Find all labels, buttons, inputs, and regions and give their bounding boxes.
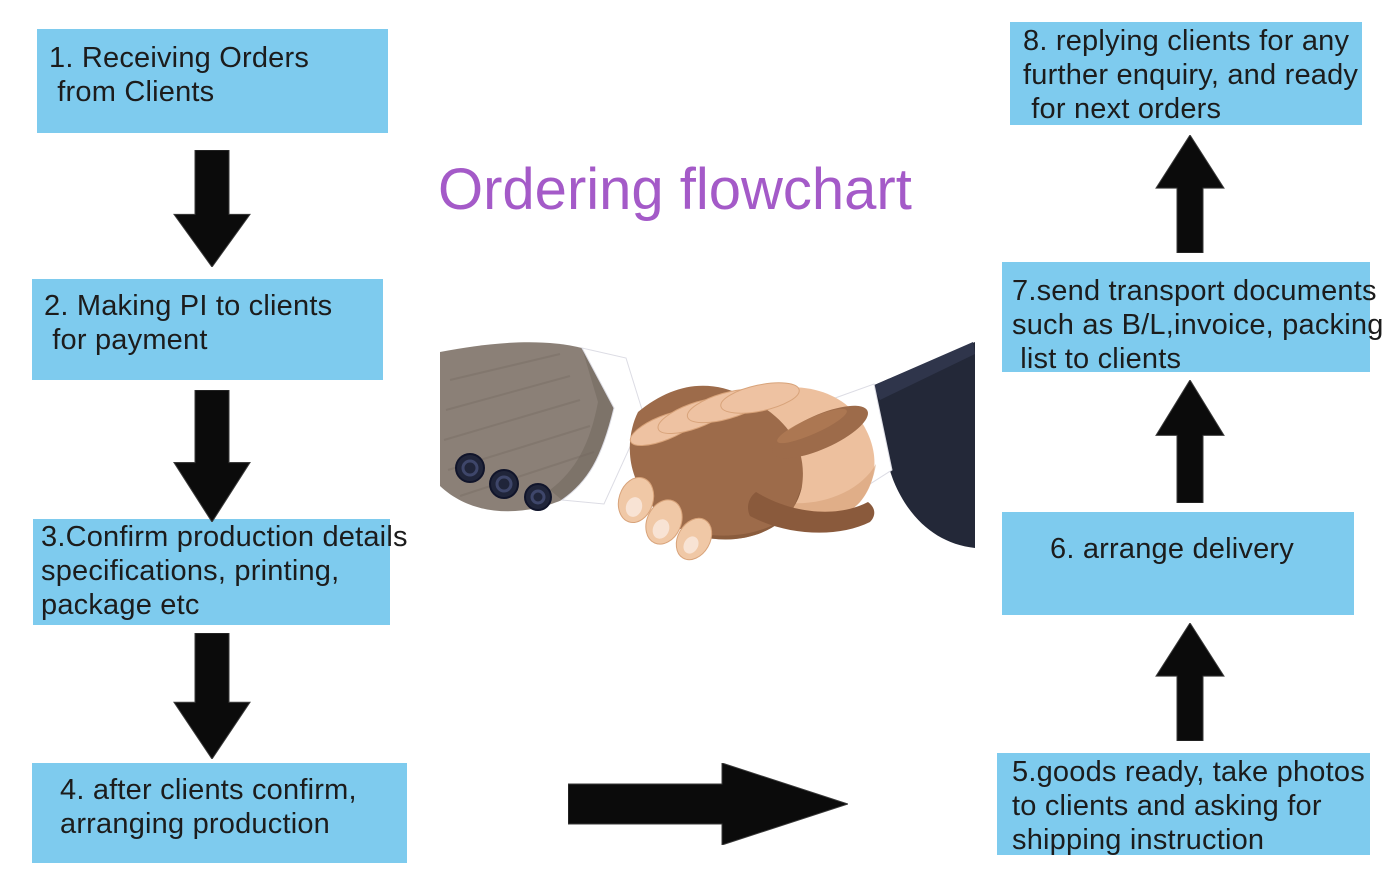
flow-arrow-down-1-2	[173, 150, 251, 267]
flow-arrow-right-4-5	[568, 763, 848, 845]
handshake-photo	[440, 342, 975, 561]
flow-arrow-up-5-6	[1155, 623, 1225, 741]
step-label-5: 5.goods ready, take photos to clients an…	[1012, 756, 1365, 856]
flow-arrow-down-3-4	[173, 633, 251, 759]
step-box-1: 1. Receiving Orders from Clients	[37, 29, 388, 133]
page-title: Ordering flowchart	[438, 157, 912, 222]
flow-arrow-down-2-3	[173, 390, 251, 522]
step-box-4: 4. after clients confirm, arranging prod…	[32, 763, 407, 863]
step-label-6: 6. arrange delivery	[1050, 533, 1294, 565]
step-label-3: 3.Confirm production details specificati…	[41, 521, 408, 621]
step-label-2: 2. Making PI to clients for payment	[44, 290, 333, 356]
flow-arrow-up-6-7	[1155, 380, 1225, 503]
step-box-8: 8. replying clients for any further enqu…	[1010, 22, 1362, 125]
step-box-5: 5.goods ready, take photos to clients an…	[997, 753, 1370, 856]
step-box-6: 6. arrange delivery	[1002, 512, 1354, 615]
step-box-7: 7.send transport documents such as B/L,i…	[1002, 262, 1383, 375]
step-label-7: 7.send transport documents such as B/L,i…	[1012, 275, 1384, 375]
step-box-3: 3.Confirm production details specificati…	[33, 519, 408, 625]
step-label-8: 8. replying clients for any further enqu…	[1023, 25, 1359, 125]
sleeve-buttons	[455, 453, 552, 511]
step-label-1: 1. Receiving Orders from Clients	[49, 42, 310, 108]
flow-arrow-up-7-8	[1155, 135, 1225, 253]
step-box-2: 2. Making PI to clients for payment	[32, 279, 383, 380]
step-label-4: 4. after clients confirm, arranging prod…	[60, 774, 357, 840]
